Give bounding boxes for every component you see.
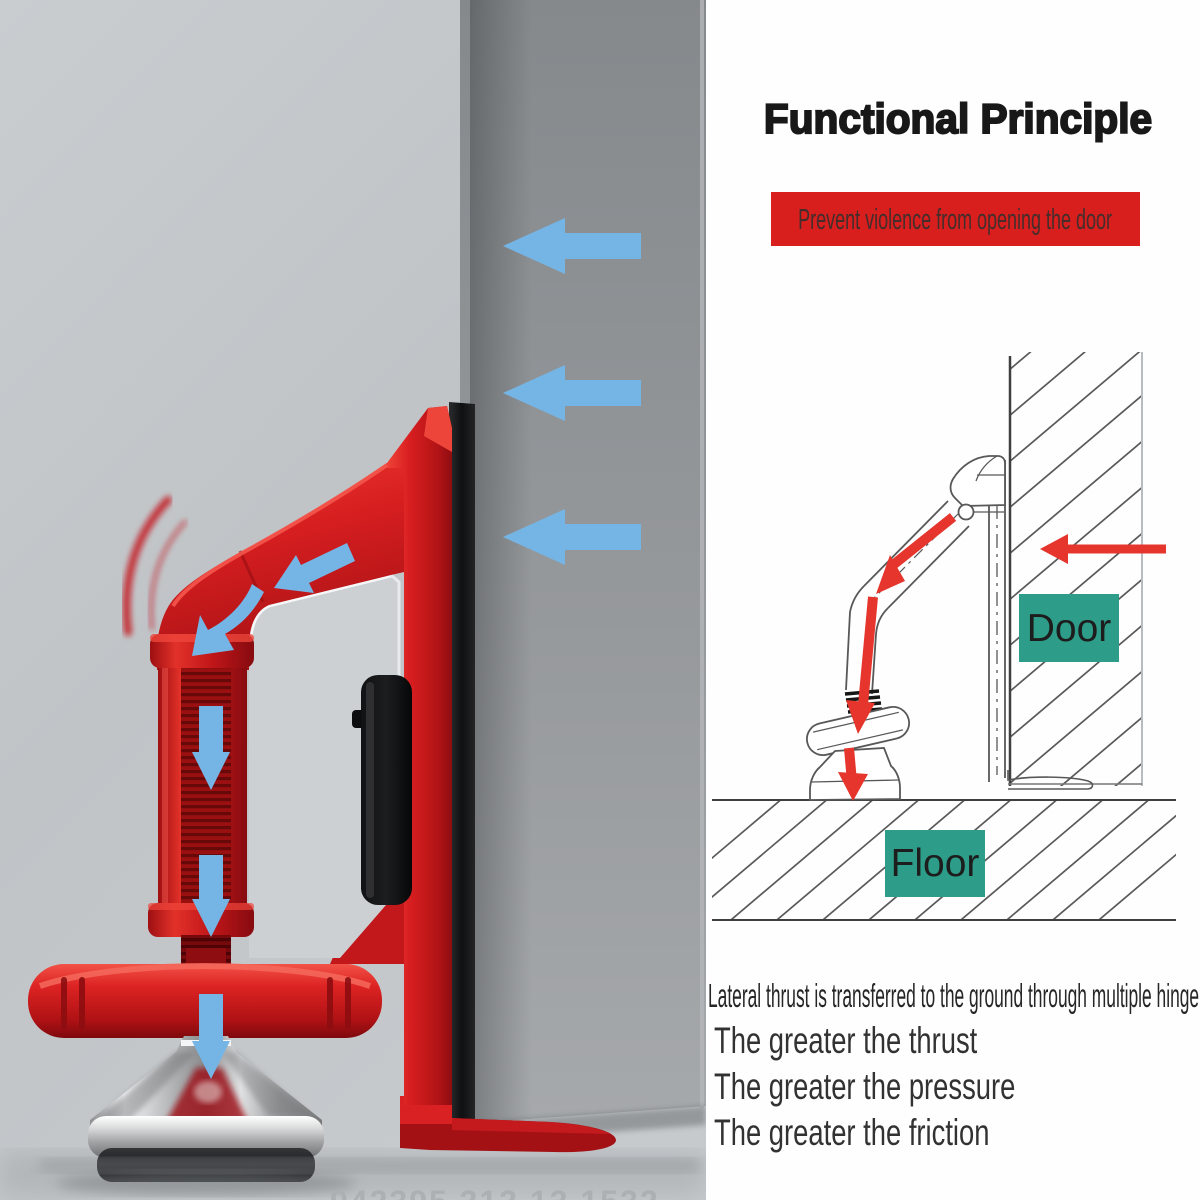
svg-text:Door: Door <box>1027 607 1112 650</box>
svg-text:Floor: Floor <box>891 842 980 885</box>
svg-text:942395 313 13 1532: 942395 313 13 1532 <box>330 1184 660 1200</box>
